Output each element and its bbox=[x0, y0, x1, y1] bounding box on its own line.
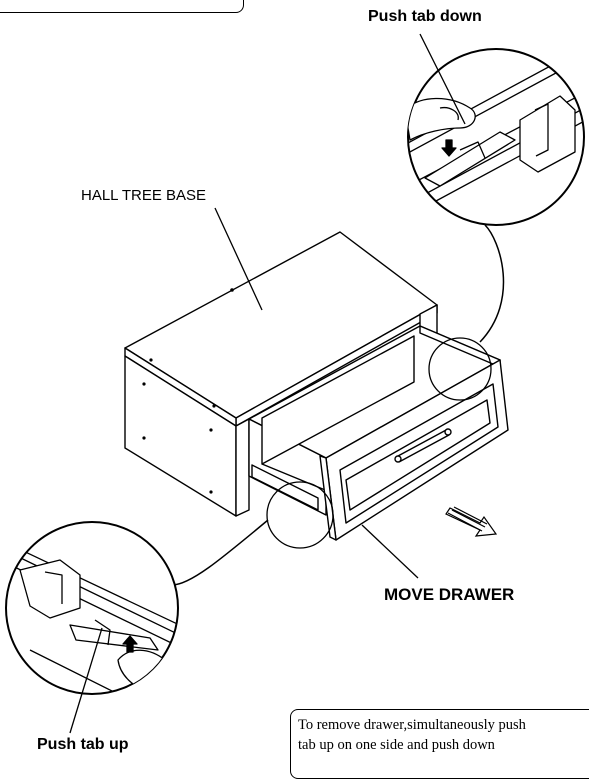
move-label-leader bbox=[361, 524, 419, 579]
top-left-frame bbox=[0, 0, 244, 13]
top-detail-origin bbox=[428, 337, 492, 401]
move-direction-arrow bbox=[445, 506, 498, 537]
bottom-callout-leader bbox=[69, 627, 103, 734]
hall-tree-base-label: HALL TREE BASE bbox=[81, 187, 207, 204]
bottom-detail-origin bbox=[266, 481, 334, 549]
assembly-illustration bbox=[5, 33, 585, 734]
bottom-magnified-view bbox=[5, 521, 179, 695]
top-magnified-view bbox=[407, 48, 585, 226]
top-connector bbox=[479, 224, 505, 343]
hall-tree-base bbox=[124, 231, 438, 517]
instruction-note-box: To remove drawer,simultaneously push tab… bbox=[290, 709, 589, 779]
hall-label-leader bbox=[214, 207, 263, 311]
instruction-note-text: To remove drawer,simultaneously push tab… bbox=[298, 717, 526, 753]
push-tab-up-label: Push tab up bbox=[37, 736, 129, 753]
move-drawer-label: MOVE DRAWER bbox=[384, 585, 515, 604]
bottom-connector bbox=[171, 519, 269, 586]
push-tab-down-label: Push tab down bbox=[368, 8, 482, 25]
drawer bbox=[248, 325, 509, 541]
drawer-handle bbox=[394, 428, 452, 463]
cabinet-screws bbox=[142, 288, 234, 494]
top-callout-leader bbox=[419, 33, 466, 125]
